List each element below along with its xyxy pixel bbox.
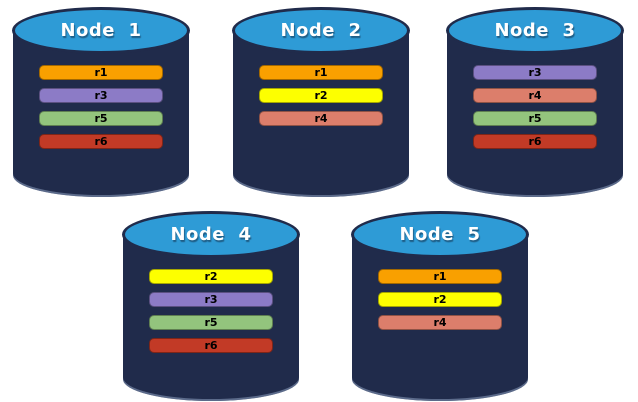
replica-bar-r4: r4 — [378, 315, 502, 330]
node-4-replica-list: r2 r3 r5 r6 — [149, 269, 273, 361]
replica-bar-r4: r4 — [259, 111, 383, 126]
replica-bar-r6: r6 — [473, 134, 597, 149]
node-1-top-ellipse: Node 1 — [12, 7, 190, 54]
replica-bar-r1: r1 — [39, 65, 163, 80]
replica-bar-r2: r2 — [378, 292, 502, 307]
node-2: Node 2 r1 r2 r4 — [232, 7, 410, 197]
node-5-replica-list: r1 r2 r4 — [378, 269, 502, 338]
node-1: Node 1 r1 r3 r5 r6 — [12, 7, 190, 197]
replica-bar-r5: r5 — [149, 315, 273, 330]
replica-bar-r3: r3 — [39, 88, 163, 103]
replica-bar-r5: r5 — [39, 111, 163, 126]
replica-bar-r3: r3 — [473, 65, 597, 80]
node-3-replica-list: r3 r4 r5 r6 — [473, 65, 597, 157]
node-5-top-ellipse: Node 5 — [351, 211, 529, 258]
node-1-title: Node 1 — [60, 20, 142, 41]
replica-bar-r6: r6 — [39, 134, 163, 149]
node-1-replica-list: r1 r3 r5 r6 — [39, 65, 163, 157]
replica-bar-r2: r2 — [149, 269, 273, 284]
node-5: Node 5 r1 r2 r4 — [351, 211, 529, 401]
node-2-replica-list: r1 r2 r4 — [259, 65, 383, 134]
node-5-title: Node 5 — [399, 224, 481, 245]
replica-bar-r1: r1 — [378, 269, 502, 284]
node-4: Node 4 r2 r3 r5 r6 — [122, 211, 300, 401]
node-3: Node 3 r3 r4 r5 r6 — [446, 7, 624, 197]
replica-bar-r6: r6 — [149, 338, 273, 353]
node-3-top-ellipse: Node 3 — [446, 7, 624, 54]
node-4-title: Node 4 — [170, 224, 252, 245]
replica-bar-r1: r1 — [259, 65, 383, 80]
node-2-top-ellipse: Node 2 — [232, 7, 410, 54]
replica-bar-r5: r5 — [473, 111, 597, 126]
node-4-top-ellipse: Node 4 — [122, 211, 300, 258]
node-2-title: Node 2 — [280, 20, 362, 41]
replica-bar-r3: r3 — [149, 292, 273, 307]
replica-bar-r2: r2 — [259, 88, 383, 103]
replica-bar-r4: r4 — [473, 88, 597, 103]
node-3-title: Node 3 — [494, 20, 576, 41]
